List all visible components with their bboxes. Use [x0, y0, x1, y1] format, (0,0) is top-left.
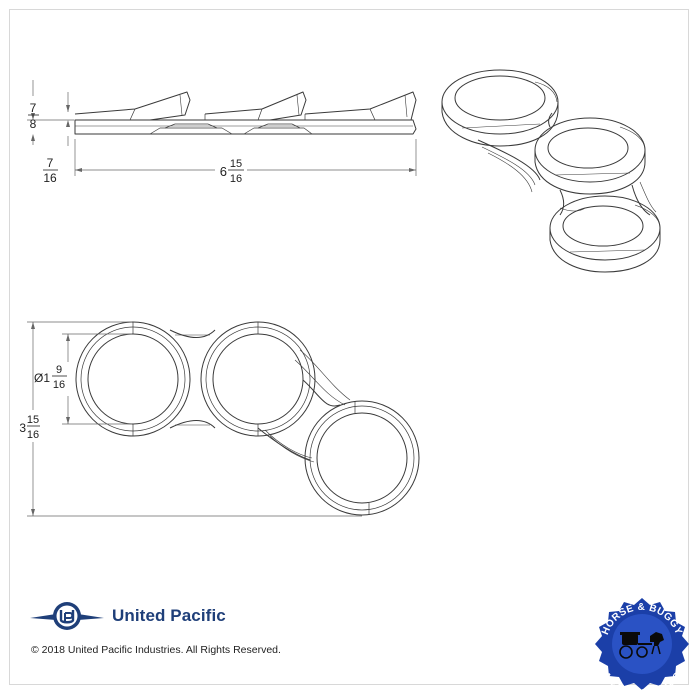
drawing-frame	[9, 9, 689, 685]
svg-text:15: 15	[230, 158, 242, 170]
dim-side-length: 6 15 16	[220, 158, 244, 185]
svg-text:3: 3	[19, 421, 26, 435]
svg-text:16: 16	[53, 379, 65, 391]
iso-view	[441, 69, 661, 273]
dim-side-height: 7 8	[28, 101, 39, 131]
svg-text:16: 16	[27, 429, 39, 441]
top-view	[75, 321, 420, 516]
brand-logo-block: United Pacific	[28, 596, 226, 636]
horse-and-buggy-badge-icon: HORSE & BUGGY ACCESSORIES	[595, 598, 689, 692]
dim-top-width: 3 15 16	[19, 414, 40, 441]
svg-text:9: 9	[56, 364, 62, 376]
copyright-text: © 2018 United Pacific Industries. All Ri…	[31, 644, 281, 656]
svg-text:Ø1: Ø1	[34, 371, 50, 385]
svg-text:7: 7	[30, 101, 37, 115]
svg-text:7: 7	[47, 156, 54, 170]
united-pacific-logo-icon	[30, 602, 104, 630]
dimension-labels: 7 8 7 16 6 15 16 Ø1 9 16 3 15 16	[19, 101, 244, 441]
svg-text:8: 8	[30, 117, 37, 131]
side-view	[74, 91, 417, 135]
top-dimensions	[27, 321, 362, 517]
brand-name: United Pacific	[112, 606, 226, 625]
svg-text:6: 6	[220, 164, 227, 179]
svg-text:16: 16	[230, 173, 242, 185]
svg-text:16: 16	[43, 171, 57, 185]
dim-side-base: 7 16	[43, 156, 58, 185]
dim-top-diameter: Ø1 9 16	[34, 364, 67, 391]
svg-text:15: 15	[27, 414, 39, 426]
